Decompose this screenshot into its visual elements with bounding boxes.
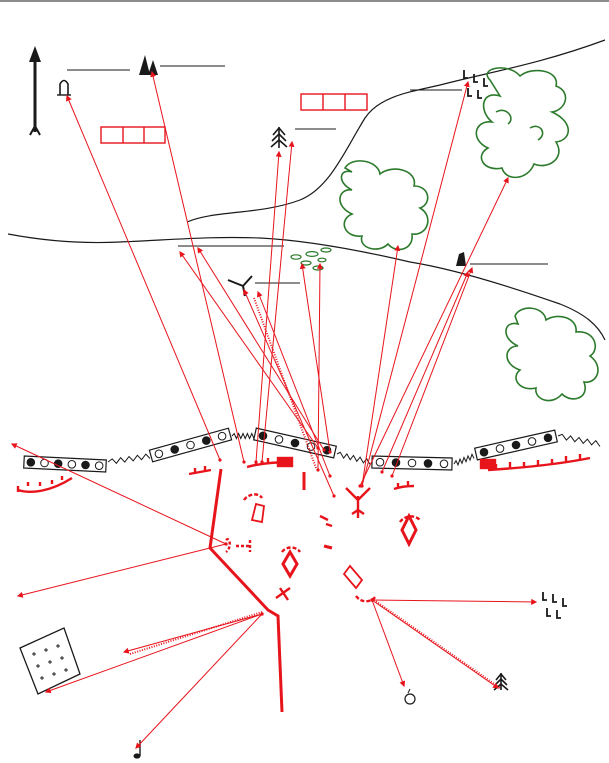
- fire-line-arrow: [360, 244, 401, 488]
- conifer-icon: [270, 126, 288, 148]
- fire-line-arrow: [44, 612, 264, 694]
- woods-northeast: [475, 67, 570, 179]
- position-bracket-2: [281, 546, 301, 553]
- wire-entanglement: [231, 432, 255, 440]
- fire-line-arrow: [10, 443, 228, 546]
- friendly-grid-west: [100, 126, 166, 144]
- fire-line-arrow: [316, 262, 323, 472]
- fire-line-arrow: [358, 176, 509, 488]
- fire-line-arrow: [380, 270, 469, 474]
- anchor-symbol: [345, 487, 371, 518]
- barrage-line: [129, 611, 263, 655]
- north-arrow-icon: [29, 46, 41, 136]
- fire-line-arrow: [370, 598, 499, 689]
- fire-line-arrow: [370, 598, 538, 605]
- label-leaders: [67, 65, 548, 284]
- gun-emplacement-icon: [456, 252, 466, 266]
- barrier-line: [23, 427, 601, 473]
- friendly-grid-north: [300, 93, 368, 111]
- friendly-block-east: [479, 458, 497, 470]
- windmill-icon: [227, 275, 253, 297]
- signal-post-icon: [133, 740, 141, 759]
- conifer-icon-south: [493, 672, 509, 691]
- barrier-segment: [148, 427, 233, 463]
- diamond-marker-west: [281, 549, 299, 579]
- position-bracket-4: [225, 538, 252, 553]
- position-bracket-3: [399, 515, 421, 523]
- fire-line-arrow: [150, 70, 246, 464]
- barrage-line: [253, 297, 317, 469]
- fire-line-arrow: [299, 262, 332, 454]
- vehicle-outline: [250, 502, 265, 524]
- marsh-patch: [290, 247, 332, 271]
- fire-line-arrow: [66, 94, 222, 462]
- barrier-segment: [23, 455, 107, 473]
- wire-entanglement: [557, 433, 601, 447]
- wire-entanglement: [453, 452, 475, 467]
- friendly-block: [276, 456, 294, 468]
- friendly-positions: [16, 454, 591, 713]
- trench-east-small: [393, 481, 415, 491]
- woods-southeast: [505, 307, 599, 402]
- trench-center-west: [188, 466, 212, 476]
- fire-line-arrow: [122, 612, 264, 654]
- shell-crater-icon: [404, 688, 416, 705]
- supply-route: [208, 468, 284, 713]
- fire-line-arrow: [254, 150, 282, 464]
- fire-lines: [10, 70, 538, 749]
- tree-pair-icon: [139, 55, 158, 75]
- fire-line-arrow: [360, 80, 470, 488]
- fire-line-arrow: [260, 140, 295, 464]
- barrier-segment: [252, 427, 338, 459]
- trench-west: [16, 476, 73, 493]
- short-dash-2: [319, 514, 333, 528]
- position-bracket-5: [355, 595, 377, 603]
- woods-central: [339, 160, 429, 251]
- short-dash-1: [323, 544, 333, 550]
- observation-post-icon: [57, 79, 71, 96]
- wire-entanglement: [107, 453, 151, 465]
- mine-field-icon: [19, 627, 81, 695]
- fire-line-arrow: [16, 542, 228, 598]
- fire-line-arrow: [370, 598, 406, 688]
- vehicle-outline-east: [342, 564, 364, 590]
- infantry-group-icon-east: [542, 592, 567, 619]
- barrier-segment: [473, 429, 559, 461]
- barrage-line: [373, 599, 501, 689]
- cross-marker: [275, 587, 291, 601]
- fire-line-arrow: [390, 266, 474, 478]
- position-bracket-1: [243, 493, 263, 501]
- trench-east-long: [487, 454, 591, 472]
- diamond-marker-east: [400, 512, 418, 548]
- fire-line-arrow: [135, 612, 264, 749]
